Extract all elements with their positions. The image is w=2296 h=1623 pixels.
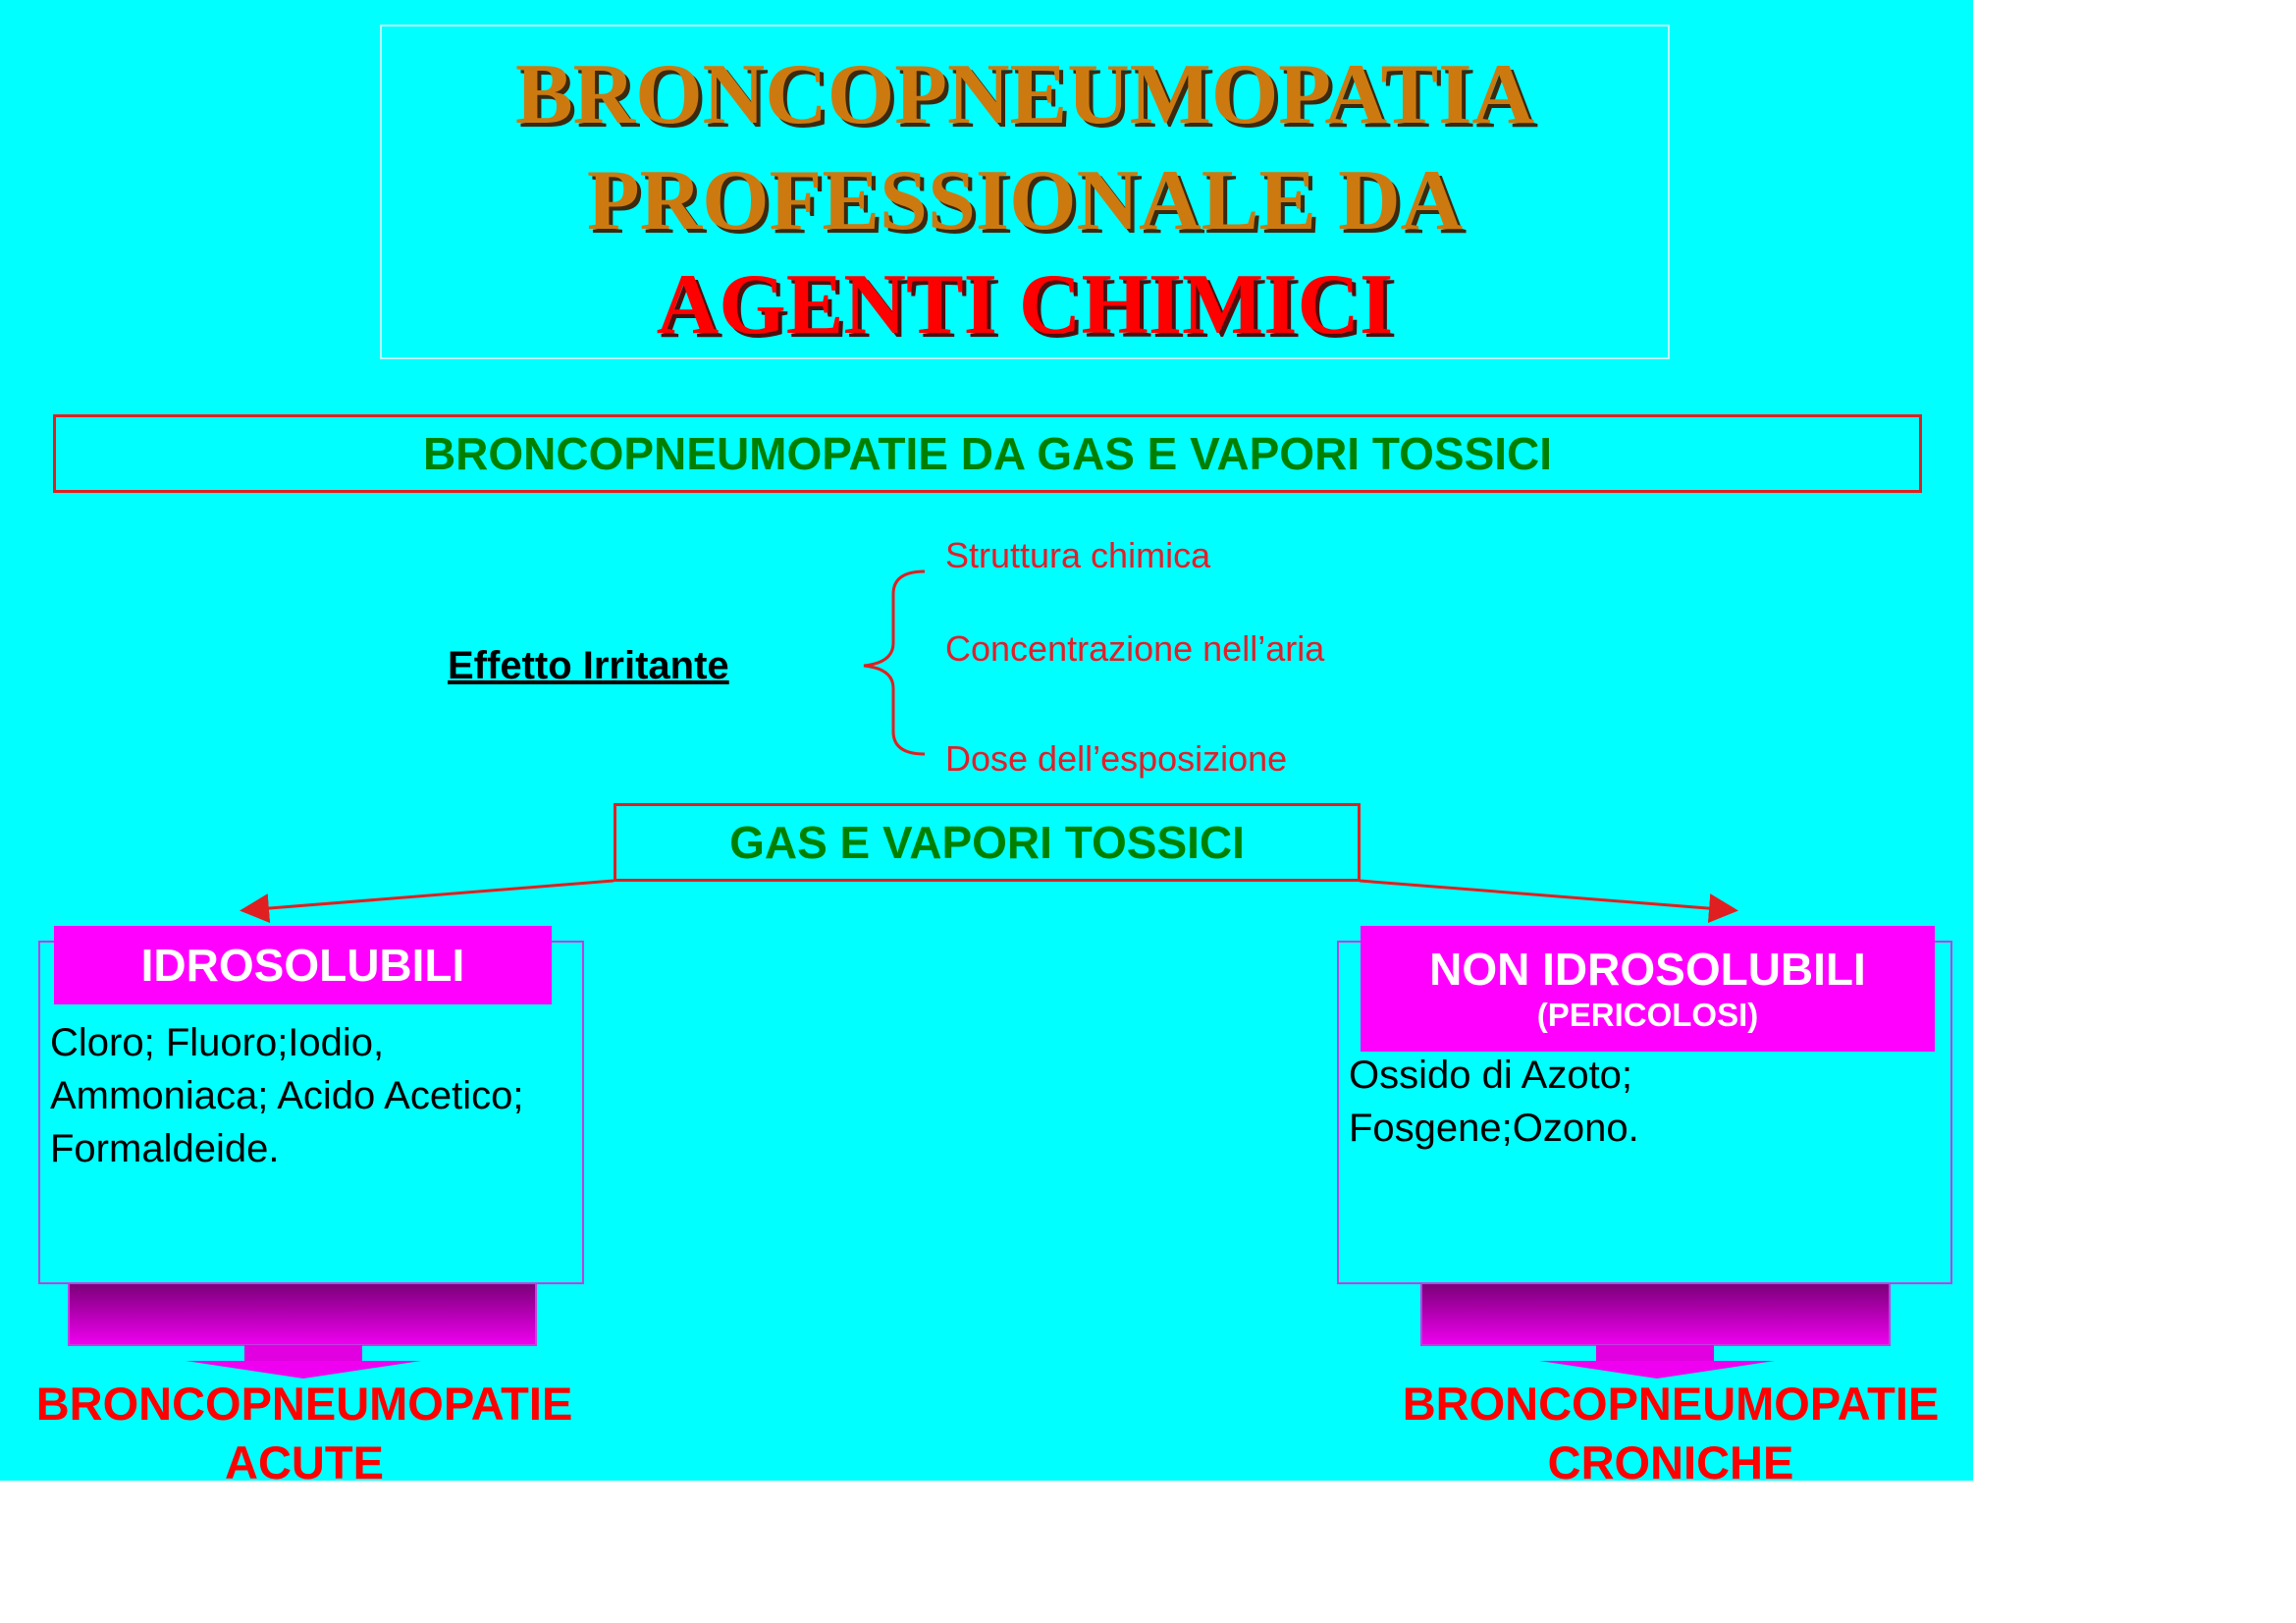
result-left-line2: ACUTE xyxy=(225,1436,384,1481)
left-line: Ammoniaca; Acido Acetico; xyxy=(50,1074,524,1117)
right-header: NON IDROSOLUBILI xyxy=(1429,944,1866,995)
title-box: BRONCOPNEUMOPATIA PROFESSIONALE DA AGENT… xyxy=(380,25,1670,359)
arrow-right xyxy=(1359,879,1738,924)
brace-icon xyxy=(863,569,926,756)
factor-item: Dose dell’esposizione xyxy=(945,738,1288,779)
result-left-line1: BRONCOPNEUMOPATIE xyxy=(35,1378,573,1430)
left-header: IDROSOLUBILI xyxy=(54,926,552,1004)
center-box: GAS E VAPORI TOSSICI xyxy=(614,803,1361,882)
down-arrow-right xyxy=(1420,1282,1891,1379)
title-line-2: PROFESSIONALE DA xyxy=(586,153,1464,248)
left-line: Formaldeide. xyxy=(50,1127,280,1170)
effect-label: Effetto Irritante xyxy=(448,644,729,687)
slide: BRONCOPNEUMOPATIA PROFESSIONALE DA AGENT… xyxy=(0,0,1973,1481)
factor-item: Concentrazione nell’aria xyxy=(945,628,1325,669)
arrow-left xyxy=(240,879,614,924)
right-line: Ossido di Azoto; xyxy=(1349,1054,1633,1097)
down-arrow-left xyxy=(68,1282,537,1379)
result-left: BRONCOPNEUMOPATIE ACUTE xyxy=(0,1375,609,1481)
left-line: Cloro; Fluoro;Iodio, xyxy=(50,1021,385,1064)
right-line: Fosgene;Ozono. xyxy=(1349,1107,1639,1150)
title-line-1: BRONCOPNEUMOPATIA xyxy=(514,47,1535,142)
left-body: Cloro; Fluoro;Iodio, Ammoniaca; Acido Ac… xyxy=(50,1016,523,1175)
right-header-box: NON IDROSOLUBILI (PERICOLOSI) xyxy=(1361,926,1935,1052)
result-right: BRONCOPNEUMOPATIE CRONICHE xyxy=(1366,1375,1973,1481)
result-right-line1: BRONCOPNEUMOPATIE xyxy=(1402,1378,1940,1430)
subtitle: BRONCOPNEUMOPATIE DA GAS E VAPORI TOSSIC… xyxy=(422,428,1553,479)
subtitle-box: BRONCOPNEUMOPATIE DA GAS E VAPORI TOSSIC… xyxy=(53,414,1922,493)
title-line-3: AGENTI CHIMICI xyxy=(656,257,1394,352)
right-subheader: (PERICOLOSI) xyxy=(1536,997,1759,1033)
center-box-label: GAS E VAPORI TOSSICI xyxy=(729,817,1245,868)
result-right-line2: CRONICHE xyxy=(1547,1436,1794,1481)
right-body: Ossido di Azoto; Fosgene;Ozono. xyxy=(1349,1049,1639,1155)
factor-item: Struttura chimica xyxy=(945,535,1211,575)
